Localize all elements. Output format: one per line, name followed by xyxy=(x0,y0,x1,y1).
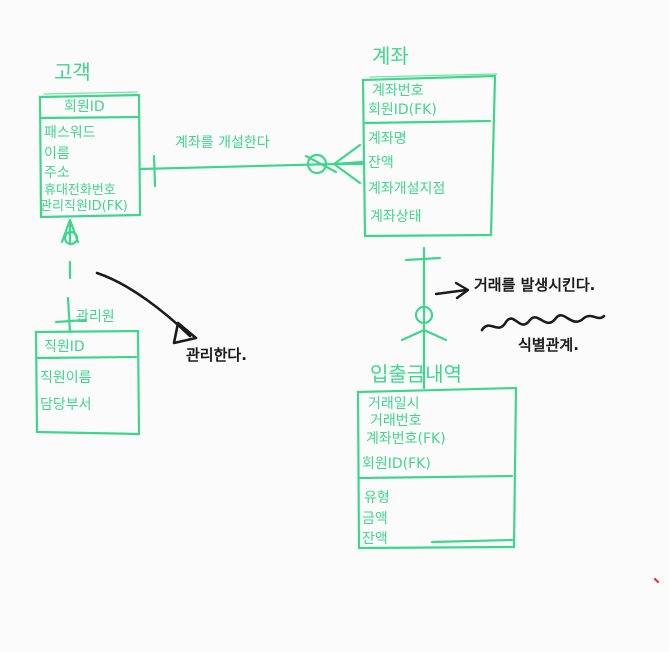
transaction-key: 회원ID(FK) xyxy=(362,456,431,472)
customer-pk: 회원ID xyxy=(64,99,105,115)
manager-entity-box xyxy=(34,329,141,436)
customer-entity-box xyxy=(38,91,142,219)
customer-entity-title: 고객 xyxy=(54,60,91,84)
customer-attr: 이름 xyxy=(44,146,70,162)
red-dot-mark xyxy=(653,577,660,584)
account-entity-title: 계좌 xyxy=(372,44,409,68)
manager-entity-title: 관리원 xyxy=(76,309,115,325)
manager-attr: 담당부서 xyxy=(40,397,92,413)
identifying-relationship-squiggle xyxy=(480,314,606,332)
customer-attr: 패스워드 xyxy=(44,125,96,141)
account-attr: 잔액 xyxy=(368,155,394,171)
transaction-key: 거래번호 xyxy=(370,413,422,429)
account-key: 회원ID(FK) xyxy=(368,102,437,118)
transaction-note-label: 거래를 발생시킨다. xyxy=(474,276,596,294)
transaction-entity-title: 입출금내역 xyxy=(370,362,462,386)
customer-account-relationship-label: 계좌를 개설한다 xyxy=(175,135,270,151)
account-entity-box xyxy=(361,73,498,238)
transaction-key: 계좌번호(FK) xyxy=(366,431,446,447)
account-attr: 계좌상태 xyxy=(370,209,422,225)
customer-attr: 관리직원ID(FK) xyxy=(40,199,128,214)
transaction-entity-box xyxy=(356,386,518,550)
customer-manager-relationship-line xyxy=(54,218,88,334)
account-attr: 계좌개설지점 xyxy=(368,181,446,197)
account-transaction-relationship-line xyxy=(400,246,448,390)
manager-note-label: 관리한다. xyxy=(186,346,247,364)
transaction-key: 거래일시 xyxy=(368,396,420,412)
transaction-attr: 유형 xyxy=(364,490,390,506)
identifying-relationship-label: 식별관계. xyxy=(518,336,579,354)
manager-pk: 직원ID xyxy=(44,339,85,355)
manager-note-arrow xyxy=(95,271,198,345)
transaction-attr: 잔액 xyxy=(362,531,388,547)
transaction-note-arrow xyxy=(434,281,470,300)
account-attr: 계좌명 xyxy=(368,131,407,147)
customer-account-relationship-line xyxy=(138,143,364,188)
account-key: 계좌번호 xyxy=(372,83,424,99)
manager-attr: 직원이름 xyxy=(40,370,92,386)
transaction-attr: 금액 xyxy=(362,511,388,527)
customer-attr: 휴대전화번호 xyxy=(44,183,116,198)
customer-attr: 주소 xyxy=(44,165,70,181)
